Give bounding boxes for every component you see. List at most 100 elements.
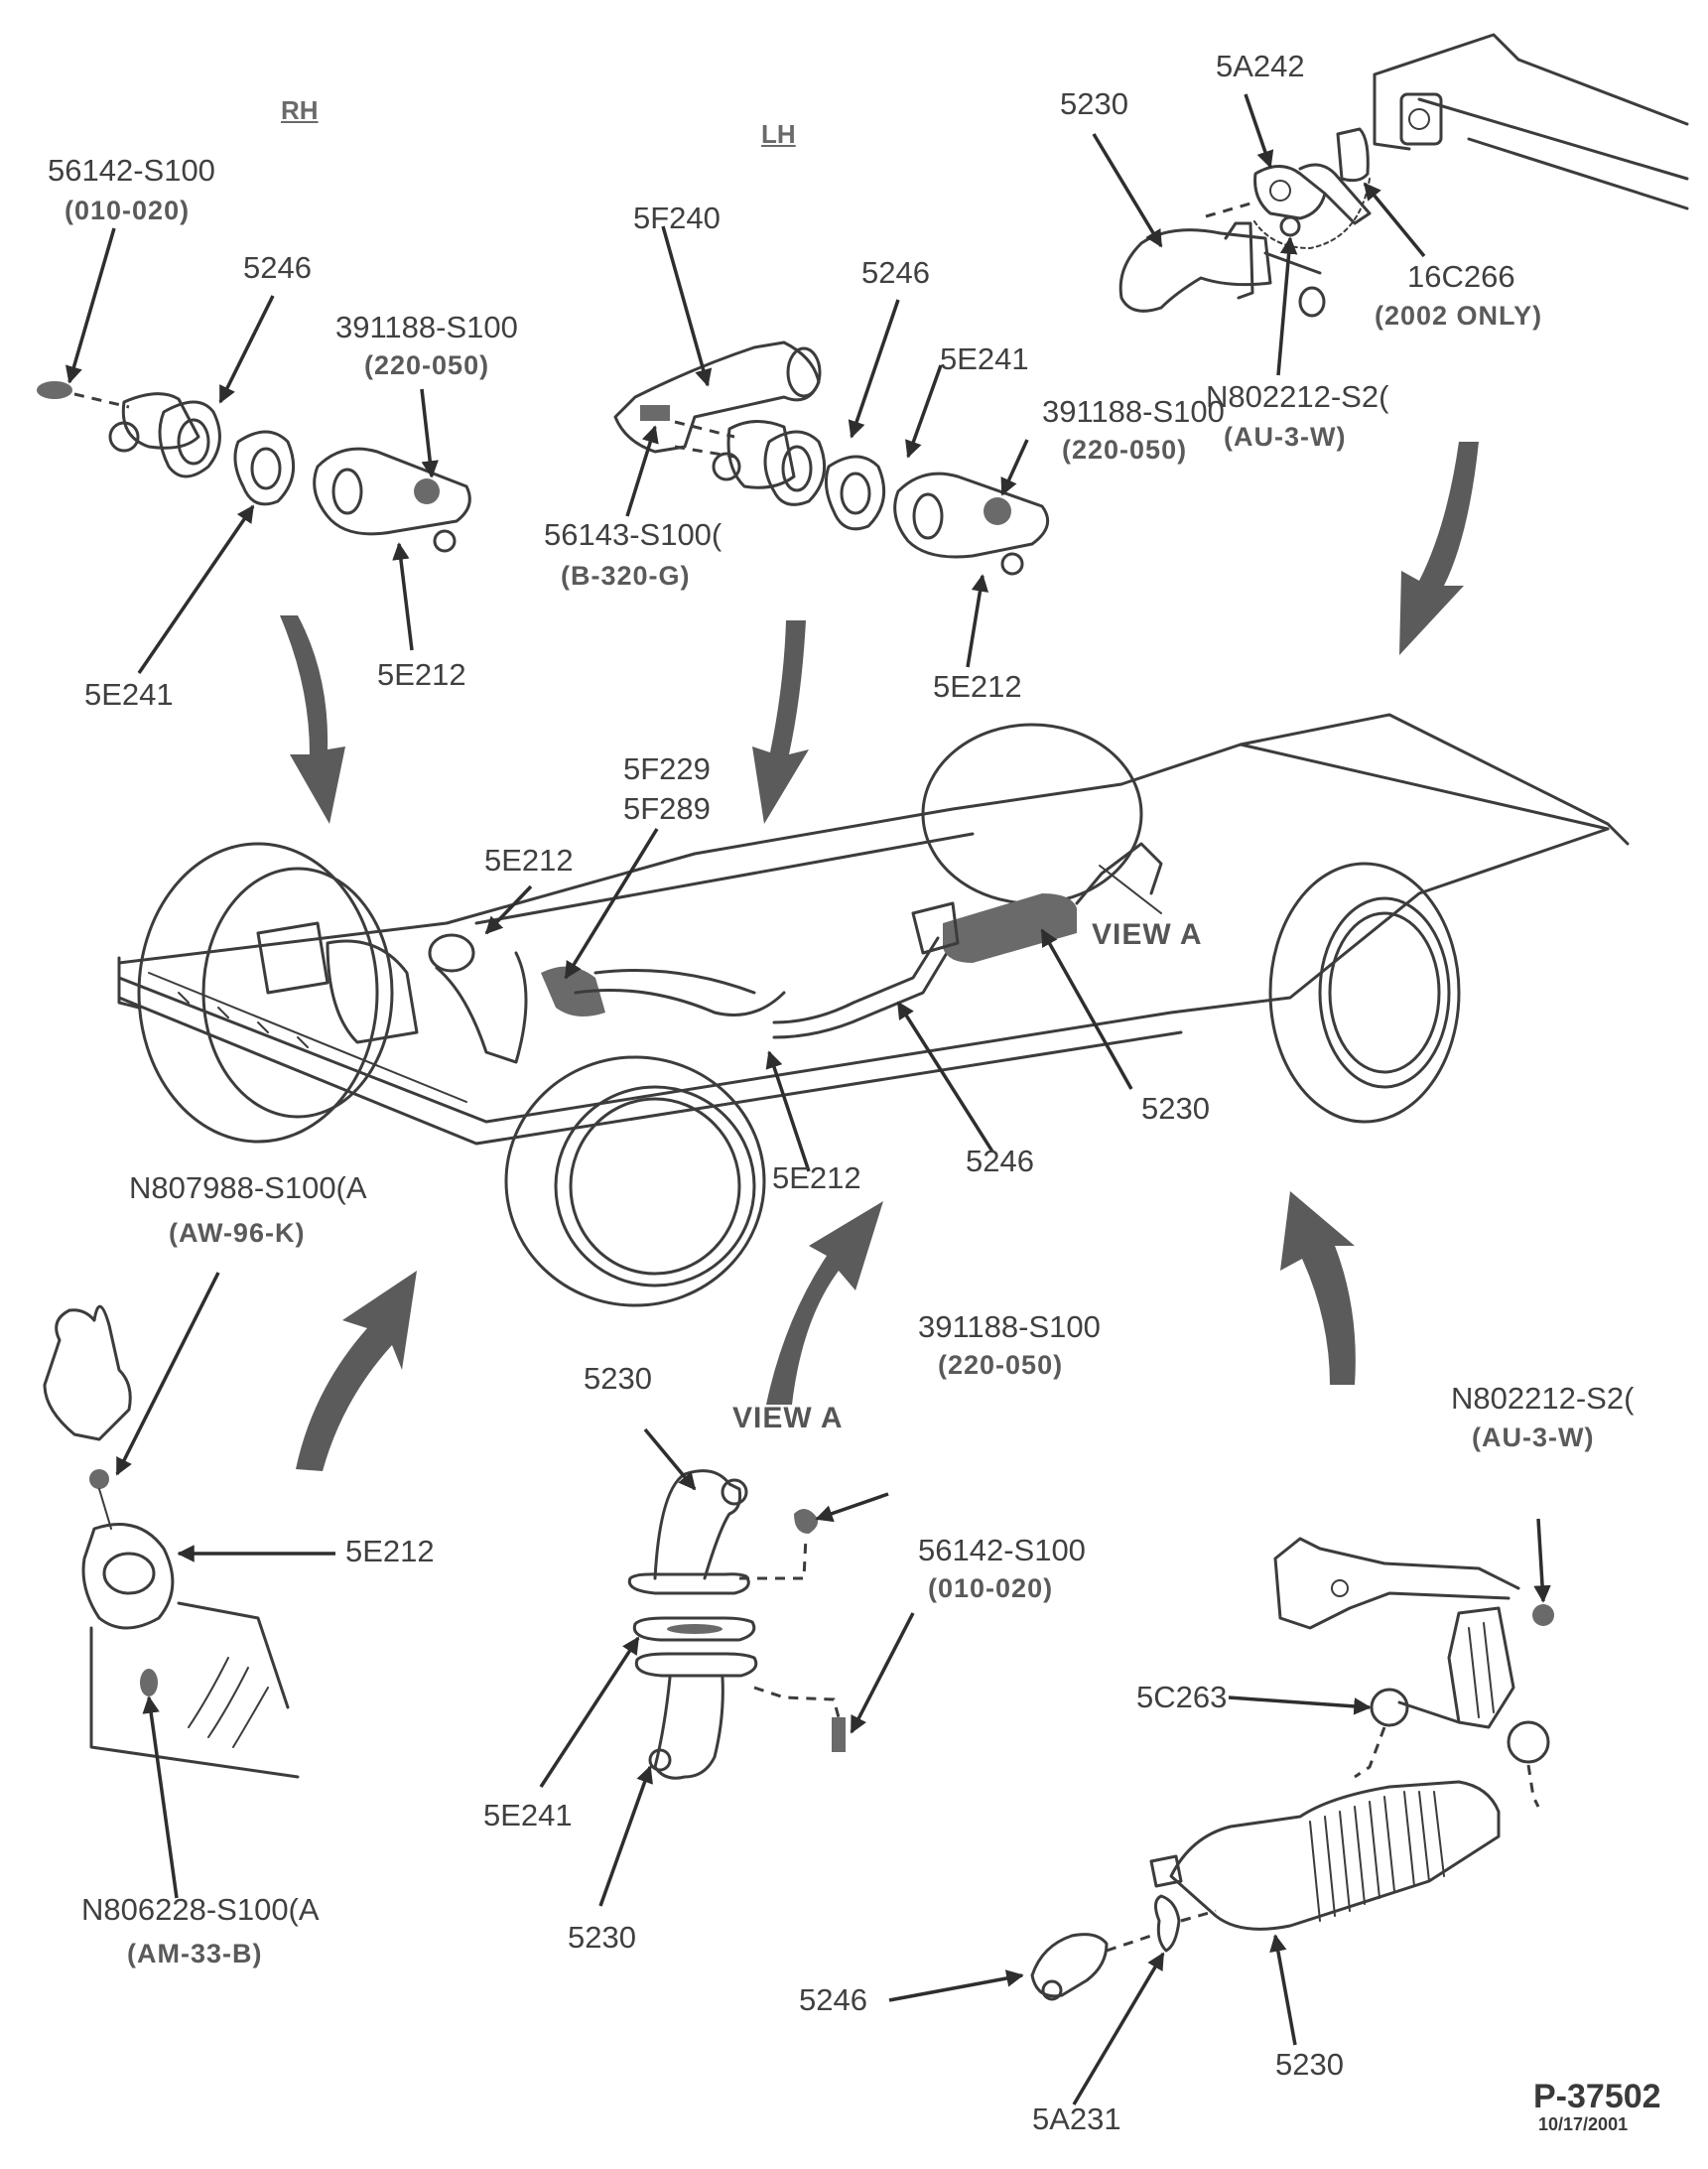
rh-nut-label: 391188-S100 [335,310,518,344]
rh-header: RH [281,95,319,125]
tr-nut-icon [1279,215,1301,237]
arrow-viewa-to-chassis [766,1201,883,1405]
bl-manifold-outlet-icon [43,1304,132,1441]
rear-left-wheel-icon [921,723,1143,905]
chassis-sensor-a-label: 5F229 [623,751,711,786]
rh-assembly [37,227,471,674]
view-a-title: VIEW A [732,1402,844,1434]
bottom-left-assembly [43,1272,335,1899]
va-bolt-spec: (010-020) [928,1573,1054,1603]
lh-stud-spec: (B-320-G) [561,561,691,591]
chassis-view-a-ref: VIEW A [1092,918,1203,951]
br-nut-label: N802212-S2( [1451,1381,1635,1416]
br-insulator-icon [1370,1688,1409,1727]
va-upper-pipe-label: 5230 [584,1361,652,1396]
rh-pipe-label: 5246 [243,250,312,285]
arrow-bottomleft-to-chassis [296,1271,417,1471]
bl-stud-icon [140,1669,158,1696]
br-converter-label: 5230 [1275,2047,1344,2082]
tr-shield-label: 16C266 [1407,259,1515,294]
chassis-converter-icon [943,893,1077,963]
bl-bolt-spec: (AW-96-K) [169,1218,306,1248]
rh-flange-label: 5E212 [377,657,466,692]
rh-nut-icon [414,478,440,504]
chassis-front-flange-label: 5E212 [484,843,574,878]
va-gasket-label: 5E241 [483,1798,573,1832]
tr-shield-icon [1336,127,1370,183]
va-bolt-icon [832,1717,846,1752]
front-left-wheel-icon [137,842,379,1144]
br-pipe-icon [1030,1933,1109,1998]
rh-pipe-stub-icon [121,392,200,450]
va-gasket-icon [632,1616,756,1642]
chassis-pipe-label: 5246 [966,1144,1034,1178]
lh-flange-label: 5E212 [933,669,1022,704]
br-pipe-label: 5246 [799,1982,867,2017]
lh-gasket-icon [824,455,886,531]
va-nut-spec: (220-050) [938,1350,1064,1380]
va-lower-pipe-label: 5230 [568,1920,636,1955]
lh-pipe-flange-icon [763,430,827,506]
bottom-right-assembly [888,1518,1554,2105]
lh-header: LH [761,119,796,149]
figure-code: P-37502 [1533,2078,1661,2115]
bl-bolt-label: N807988-S100(A [129,1170,367,1205]
lh-stud-label: 56143-S100( [544,517,723,552]
chassis [117,713,1630,1307]
br-nut-spec: (AU-3-W) [1472,1423,1595,1452]
lh-gasket-label: 5E241 [940,341,1029,376]
rh-gasket-label: 5E241 [84,677,174,712]
chassis-converter-label: 5230 [1141,1091,1210,1126]
arrow-rh-to-chassis [280,615,345,824]
bl-flange-label: 5E212 [345,1534,435,1568]
bl-shield-icon [89,1601,300,1779]
va-upper-flange-icon [627,1572,750,1595]
va-bolt-label: 56142-S100 [918,1533,1086,1567]
br-clamp-icon [1154,1894,1181,1953]
flow-arrows [280,442,1479,1471]
lh-nut-label: 391188-S100 [1042,394,1225,429]
figure-date: 10/17/2001 [1538,2114,1629,2134]
view-a-assembly [539,1427,915,1907]
tr-nut-spec: (AU-3-W) [1224,422,1347,452]
lh-nut-icon [984,497,1011,525]
bl-bolt-icon [89,1469,109,1489]
lh-bracket-label: 5F240 [633,201,721,235]
lh-nut-spec: (220-050) [1062,435,1188,465]
va-nut-icon [794,1509,818,1534]
tr-insulator-icon [1253,165,1327,220]
front-right-wheel-icon [504,1055,766,1307]
rh-gasket-icon [233,430,296,506]
bl-flange-icon [81,1523,175,1630]
bl-stud-spec: (AM-33-B) [127,1939,263,1968]
lh-pipe-label: 5246 [861,255,930,290]
lh-bracket-icon [613,340,821,454]
rh-bolt-icon [37,381,72,399]
va-nut-label: 391188-S100 [918,1309,1101,1344]
chassis-exhaust-pipe [772,936,940,1024]
frame-rail-near [117,827,1610,1124]
lh-assembly [613,225,1050,668]
br-frame-bracket-icon [1273,1537,1520,1630]
rh-nut-spec: (220-050) [364,350,490,380]
br-converter-icon [1169,1780,1501,1931]
lh-stud-icon [640,405,670,421]
br-insulator-label: 5C263 [1136,1680,1228,1714]
tr-nut-label: N802212-S2( [1206,379,1389,414]
va-upper-pipe-icon [653,1469,741,1580]
tr-pipe-label: 5230 [1060,86,1128,121]
arrow-bottomright-to-chassis [1280,1191,1356,1385]
rh-bolt-label: 56142-S100 [48,153,215,188]
chassis-rear-flange-label: 5E212 [772,1160,861,1195]
tr-shield-note: (2002 ONLY) [1375,301,1543,331]
bl-stud-label: N806228-S100(A [81,1892,320,1927]
rh-pipe-flange-icon [158,400,221,478]
va-lower-pipe-icon [653,1676,724,1780]
top-right-assembly [1092,33,1689,376]
arrow-lh-to-chassis [752,620,809,824]
arrow-topright-to-chassis [1399,442,1479,655]
rh-manifold-flange-icon [313,447,471,536]
tr-insulator-label: 5A242 [1216,49,1305,83]
rh-bolt-spec: (010-020) [65,196,191,225]
